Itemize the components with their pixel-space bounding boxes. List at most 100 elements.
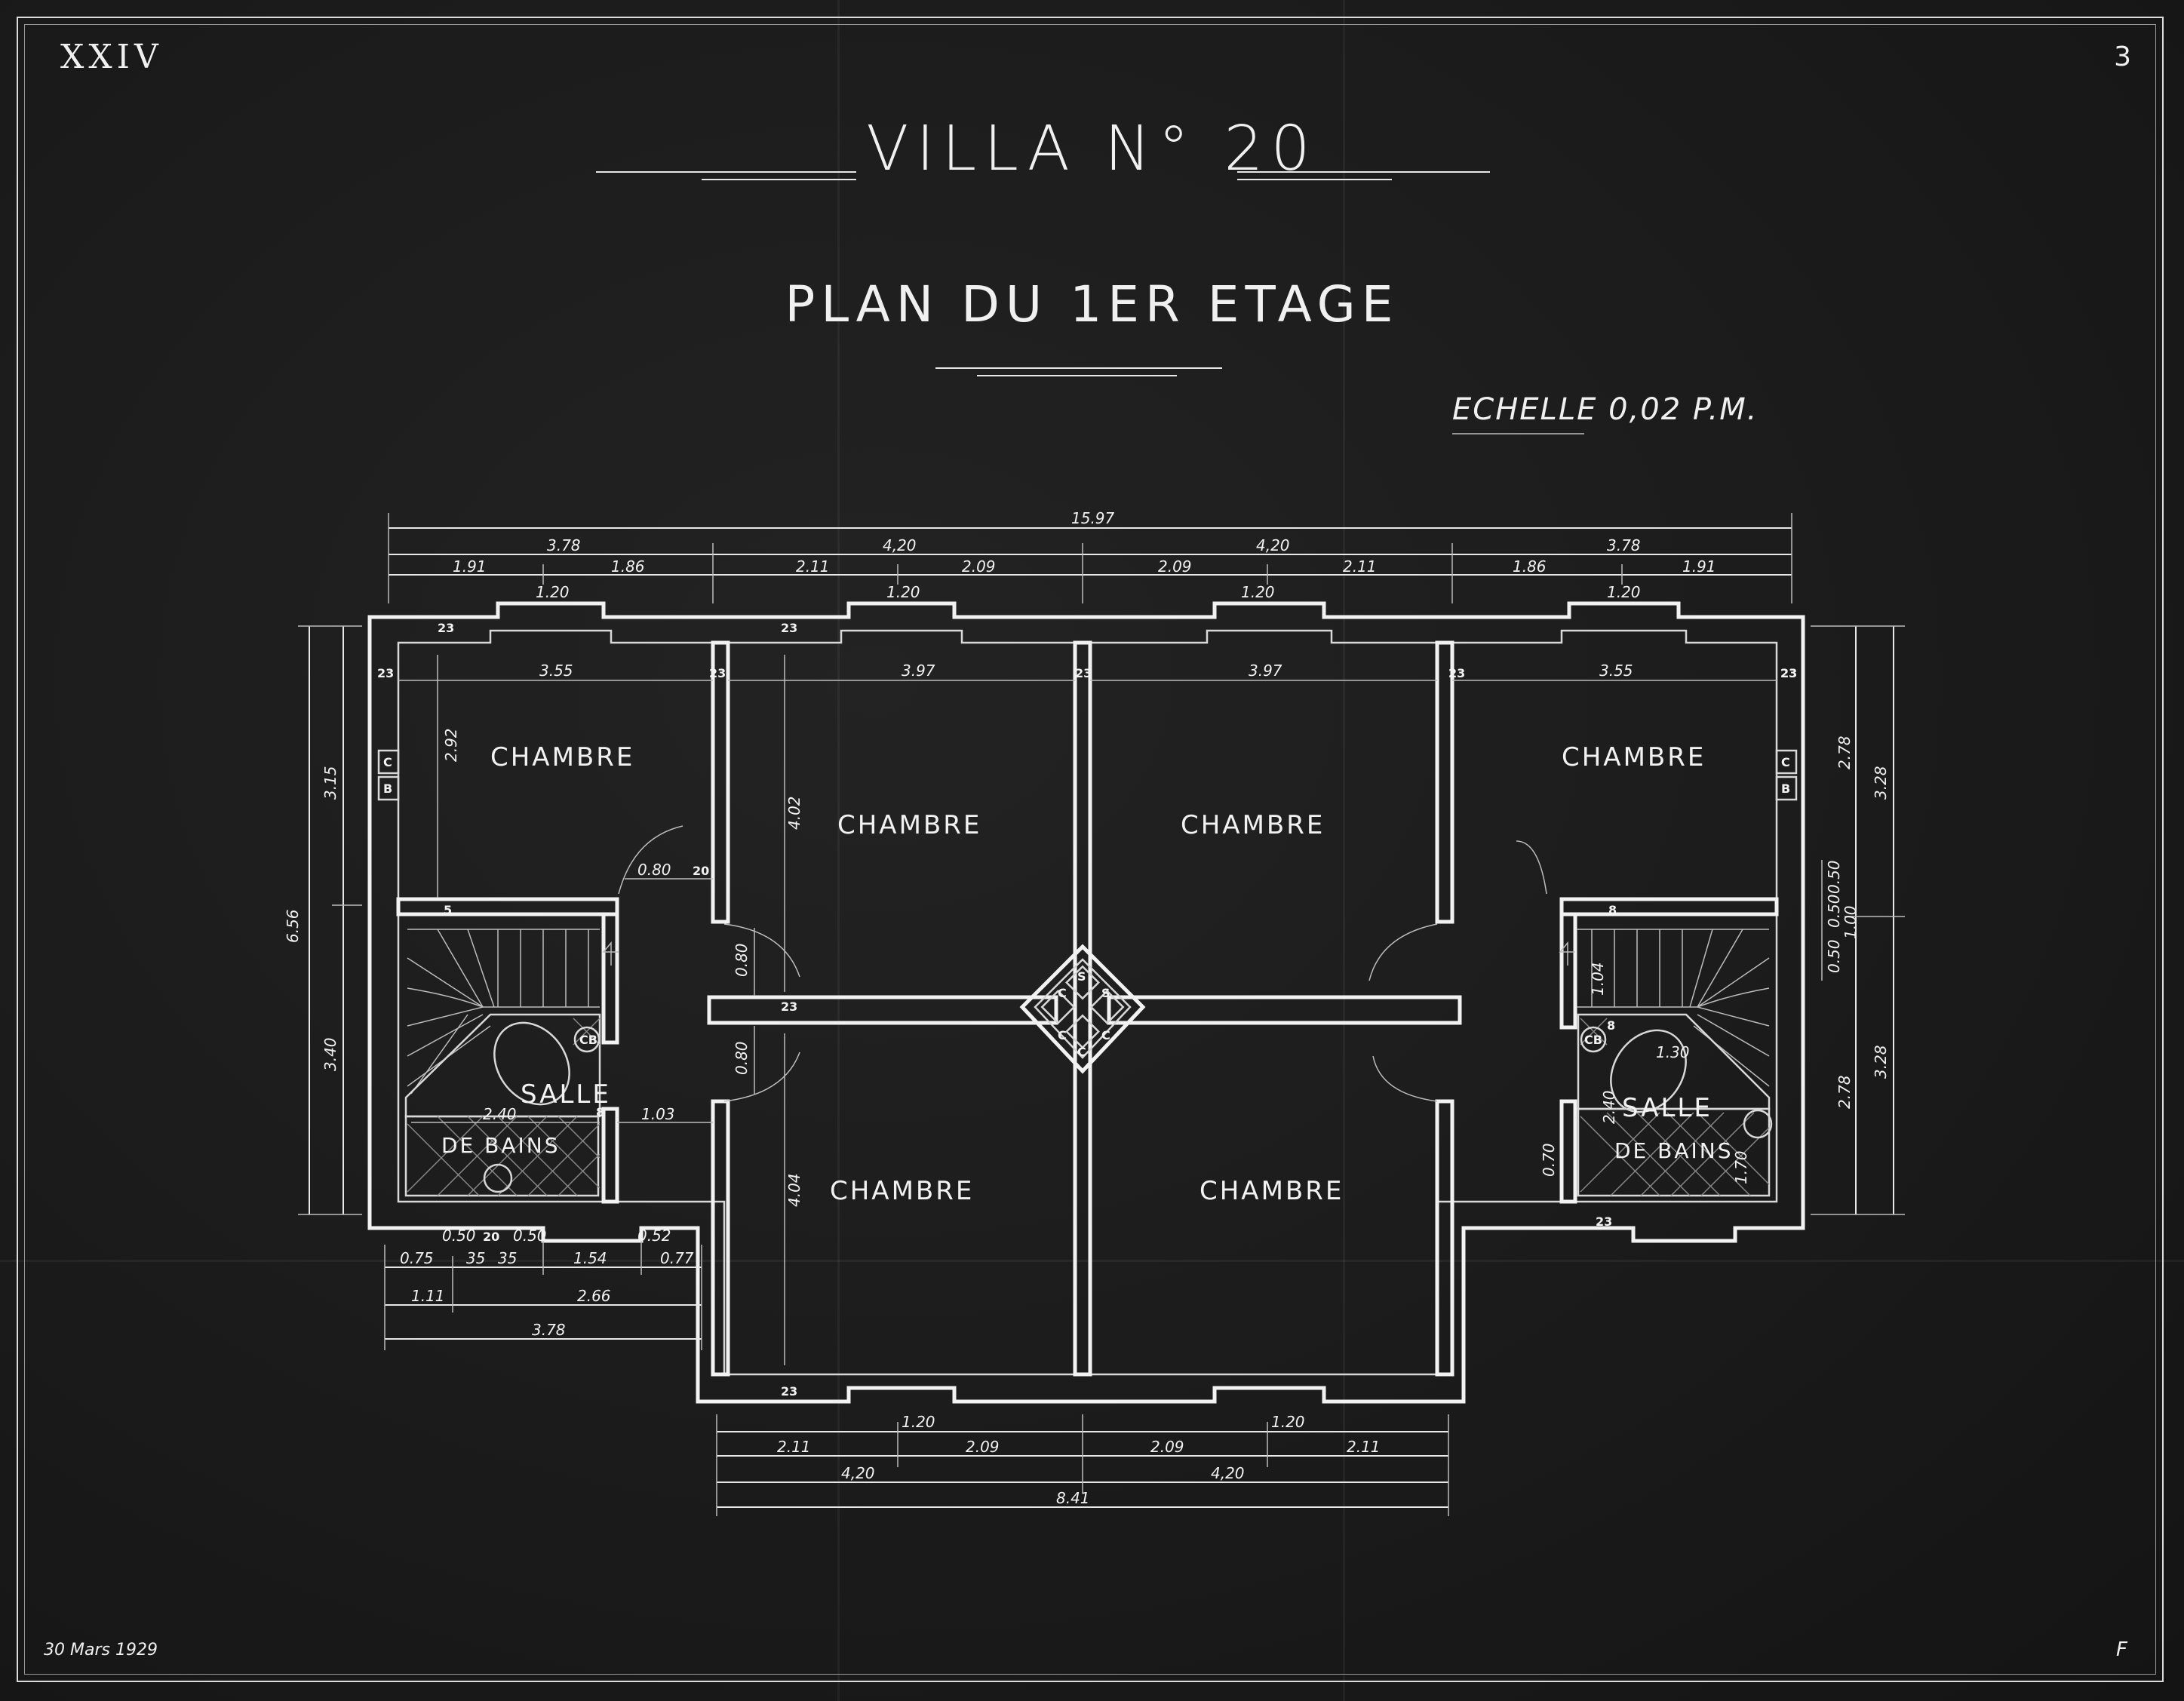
dim-text: 1.54 [573,1249,607,1267]
dim-text: 3.28 [1872,766,1890,800]
dim-text: 1.20 [1607,583,1641,601]
title-underlines [596,171,1584,434]
dim-text: 23 [438,621,454,635]
fixture-b-label: B [1781,781,1790,796]
room-width-dimensions: 3.55 3.97 3.97 3.55 23 23 23 23 23 23 23 [377,621,1797,681]
right-dimension-lines: 2.78 3.28 2.78 3.28 0.50 0.50 1.00 0.50 … [1540,625,1905,1229]
dim-text: 8 [1608,903,1617,917]
fixture-c-label: C [1058,986,1067,1000]
dim-text: 0.77 [660,1249,694,1267]
dim-text: 4,20 [1256,536,1290,554]
room-label-chambre: CHAMBRE [1200,1176,1344,1206]
dim-text: 4.04 [785,1173,803,1207]
dim-text: 2.11 [1343,557,1377,576]
left-staircase [407,929,619,1095]
dim-text: 3.55 [539,662,573,680]
plan-title: VILLA N° 20 [866,113,1318,185]
right-staircase [1559,929,1770,1087]
dim-text: 1.03 [641,1105,675,1123]
exterior-walls [367,601,1805,1404]
room-label-salle: SALLE [521,1079,611,1110]
dim-text: 8.41 [1056,1489,1090,1507]
dim-text: 4,20 [1211,1464,1245,1482]
dim-text: 2.11 [777,1438,811,1456]
dim-text: 23 [1075,666,1092,680]
dim-text: 1.04 [1589,962,1607,996]
fixture-b-label: B [383,781,392,796]
dim-text: 6.56 [284,909,302,943]
dim-text: 3.78 [1607,536,1641,554]
dim-text: 0.75 [400,1249,434,1267]
right-bathroom: CB SALLE DE BAINS [1577,1013,1773,1197]
dim-text: 2.92 [442,728,460,762]
plan-subtitle: PLAN DU 1ER ETAGE [785,275,1399,333]
dim-text: 20 [693,864,709,878]
fixture-c-label: C [1058,1028,1067,1042]
dim-text: 2.11 [1347,1438,1381,1456]
dim-text: 1.30 [1656,1043,1690,1061]
room-label-chambre: CHAMBRE [490,742,634,772]
dim-text: 2.40 [483,1105,517,1123]
dim-text: 1.86 [611,557,645,576]
fixture-s-label: S [1077,969,1086,984]
dim-text: 3.78 [547,536,581,554]
page-number: 3 [2114,41,2131,72]
dim-text: 1.20 [536,583,570,601]
sheet-border-outer [17,17,2164,1682]
dim-text: 3.15 [321,766,339,800]
dim-text: 23 [781,1384,797,1399]
dim-text: 0.80 [733,1041,751,1075]
dim-text: 2.09 [1158,557,1192,576]
bottom-dimension-lines: 1.20 1.20 2.11 2.09 2.09 2.11 4,20 4,20 … [716,1413,1449,1516]
top-dimension-lines: 15.97 3.78 4,20 4,20 3.78 1.91 1.86 2.11… [388,509,1792,603]
dim-text: 2.66 [577,1287,611,1305]
dim-text: 3.97 [1249,662,1282,680]
sheet-number: XXIV [60,38,163,76]
dim-text: 23 [781,999,797,1014]
dim-text: 8 [1607,1018,1615,1033]
dim-text: 3.40 [321,1037,339,1071]
fixture-c-label: C [1781,755,1790,769]
dim-text: 23 [1596,1214,1612,1229]
signature-mark: F [2116,1638,2127,1661]
fixture-c-label: C [1101,1028,1110,1042]
room-label-chambre: CHAMBRE [830,1176,974,1206]
dim-text: 1.20 [886,583,920,601]
dim-text: 1.20 [1241,583,1275,601]
dim-text: 1.91 [453,557,487,576]
fixture-cb-label: CB [1584,1033,1602,1047]
scale-note: ECHELLE 0,02 P.M. [1452,392,1759,427]
dim-text: 4,20 [883,536,917,554]
fold-line [837,0,840,1701]
dim-text: 0.70 [1540,1143,1558,1177]
dim-text: 3.97 [902,662,935,680]
dim-text: 2.78 [1835,1075,1854,1109]
dim-text: 0.80 [637,861,671,879]
dim-text: 1.20 [902,1413,935,1431]
dim-text: 0.80 [733,943,751,977]
dim-text: 1.11 [411,1287,445,1305]
dim-text: 20 [483,1230,499,1244]
dim-text: 8 [596,1105,604,1119]
dim-text: 0.50 [1825,894,1843,928]
interior-walls [396,640,1779,1377]
dim-text: 1.91 [1682,557,1716,576]
dim-text: 23 [377,666,394,680]
dim-text: 1.00 [1842,905,1860,939]
dim-text: 0.50 [1825,860,1843,894]
dim-text: 23 [1448,666,1465,680]
dim-text: 35 [498,1249,517,1267]
dim-text: 2.09 [962,557,996,576]
door-swings [618,825,1547,1102]
dim-text: 2.40 [1600,1090,1618,1124]
dim-text: 4,20 [841,1464,875,1482]
room-labels: CHAMBRE CHAMBRE CHAMBRE CHAMBRE CHAMBRE … [490,742,1703,1206]
side-fixtures: C B C B [377,749,1798,801]
room-label-de-bains: DE BAINS [1614,1138,1734,1163]
fixture-c-label: C [383,755,392,769]
dim-text: 15.97 [1071,509,1115,527]
dim-text: 1.86 [1513,557,1547,576]
drawing-date: 30 Mars 1929 [44,1641,158,1660]
room-label-de-bains: DE BAINS [441,1133,561,1158]
